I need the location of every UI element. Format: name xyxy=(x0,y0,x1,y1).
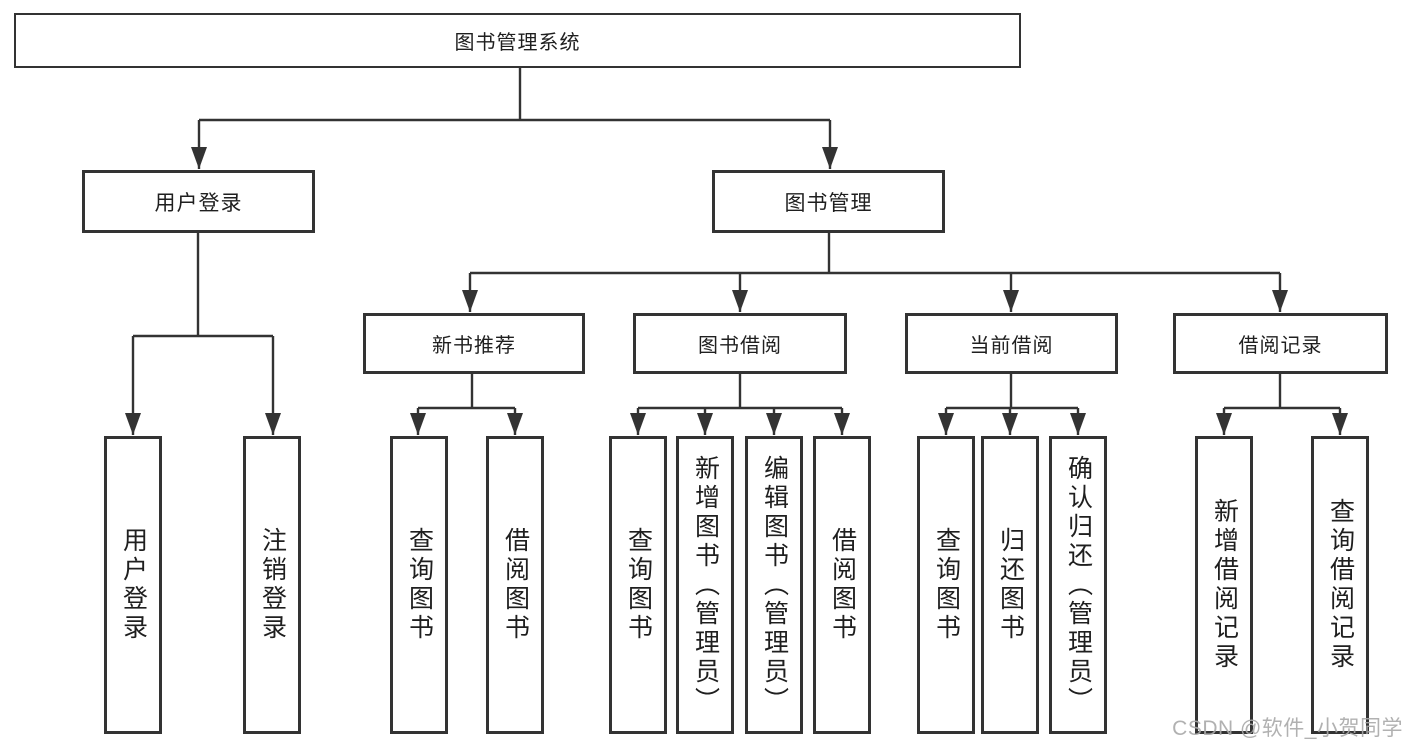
node-label: 用户登录 xyxy=(119,527,148,643)
node-label: 借阅图书 xyxy=(501,527,530,643)
node-new-book-recommend: 新书推荐 xyxy=(363,313,585,374)
leaf-logout: 注销登录 xyxy=(243,436,301,734)
leaf-query-books-recommend: 查询图书 xyxy=(390,436,448,734)
node-label: 新增图书（管理员） xyxy=(691,454,720,716)
node-book-management: 图书管理 xyxy=(712,170,945,233)
node-label: 借阅记录 xyxy=(1238,335,1323,357)
node-label: 查询图书 xyxy=(624,527,653,643)
node-book-borrowing: 图书借阅 xyxy=(633,313,847,374)
node-label: 新书推荐 xyxy=(432,335,516,357)
leaf-add-books-admin: 新增图书（管理员） xyxy=(676,436,734,734)
node-label: 查询借阅记录 xyxy=(1326,498,1355,672)
leaf-edit-books-admin: 编辑图书（管理员） xyxy=(745,436,803,734)
leaf-return-books: 归还图书 xyxy=(981,436,1039,734)
node-library-management-system: 图书管理系统 xyxy=(14,13,1021,68)
node-label: 图书管理系统 xyxy=(454,32,581,54)
leaf-user-login: 用户登录 xyxy=(104,436,162,734)
node-label: 注销登录 xyxy=(258,527,287,643)
node-label: 用户登录 xyxy=(154,191,243,215)
node-current-borrowing: 当前借阅 xyxy=(905,313,1118,374)
node-label: 查询图书 xyxy=(405,527,434,643)
node-user-login: 用户登录 xyxy=(82,170,315,233)
node-label: 查询图书 xyxy=(932,527,961,643)
node-label: 图书借阅 xyxy=(698,335,782,357)
node-label: 归还图书 xyxy=(996,527,1025,643)
node-borrowing-records: 借阅记录 xyxy=(1173,313,1388,374)
node-label: 编辑图书（管理员） xyxy=(760,454,789,716)
leaf-borrow-books-recommend: 借阅图书 xyxy=(486,436,544,734)
node-label: 图书管理 xyxy=(784,191,873,215)
leaf-query-borrow-record: 查询借阅记录 xyxy=(1311,436,1369,734)
node-label: 确认归还（管理员） xyxy=(1064,454,1093,716)
leaf-query-books-borrowing: 查询图书 xyxy=(609,436,667,734)
node-label: 新增借阅记录 xyxy=(1210,498,1239,672)
leaf-borrow-books: 借阅图书 xyxy=(813,436,871,734)
node-label: 当前借阅 xyxy=(969,335,1054,357)
node-label: 借阅图书 xyxy=(828,527,857,643)
leaf-query-books-current: 查询图书 xyxy=(917,436,975,734)
csdn-watermark: CSDN @软件_小贺同学 xyxy=(1172,717,1403,740)
leaf-confirm-return-admin: 确认归还（管理员） xyxy=(1049,436,1107,734)
leaf-add-borrow-record: 新增借阅记录 xyxy=(1195,436,1253,734)
